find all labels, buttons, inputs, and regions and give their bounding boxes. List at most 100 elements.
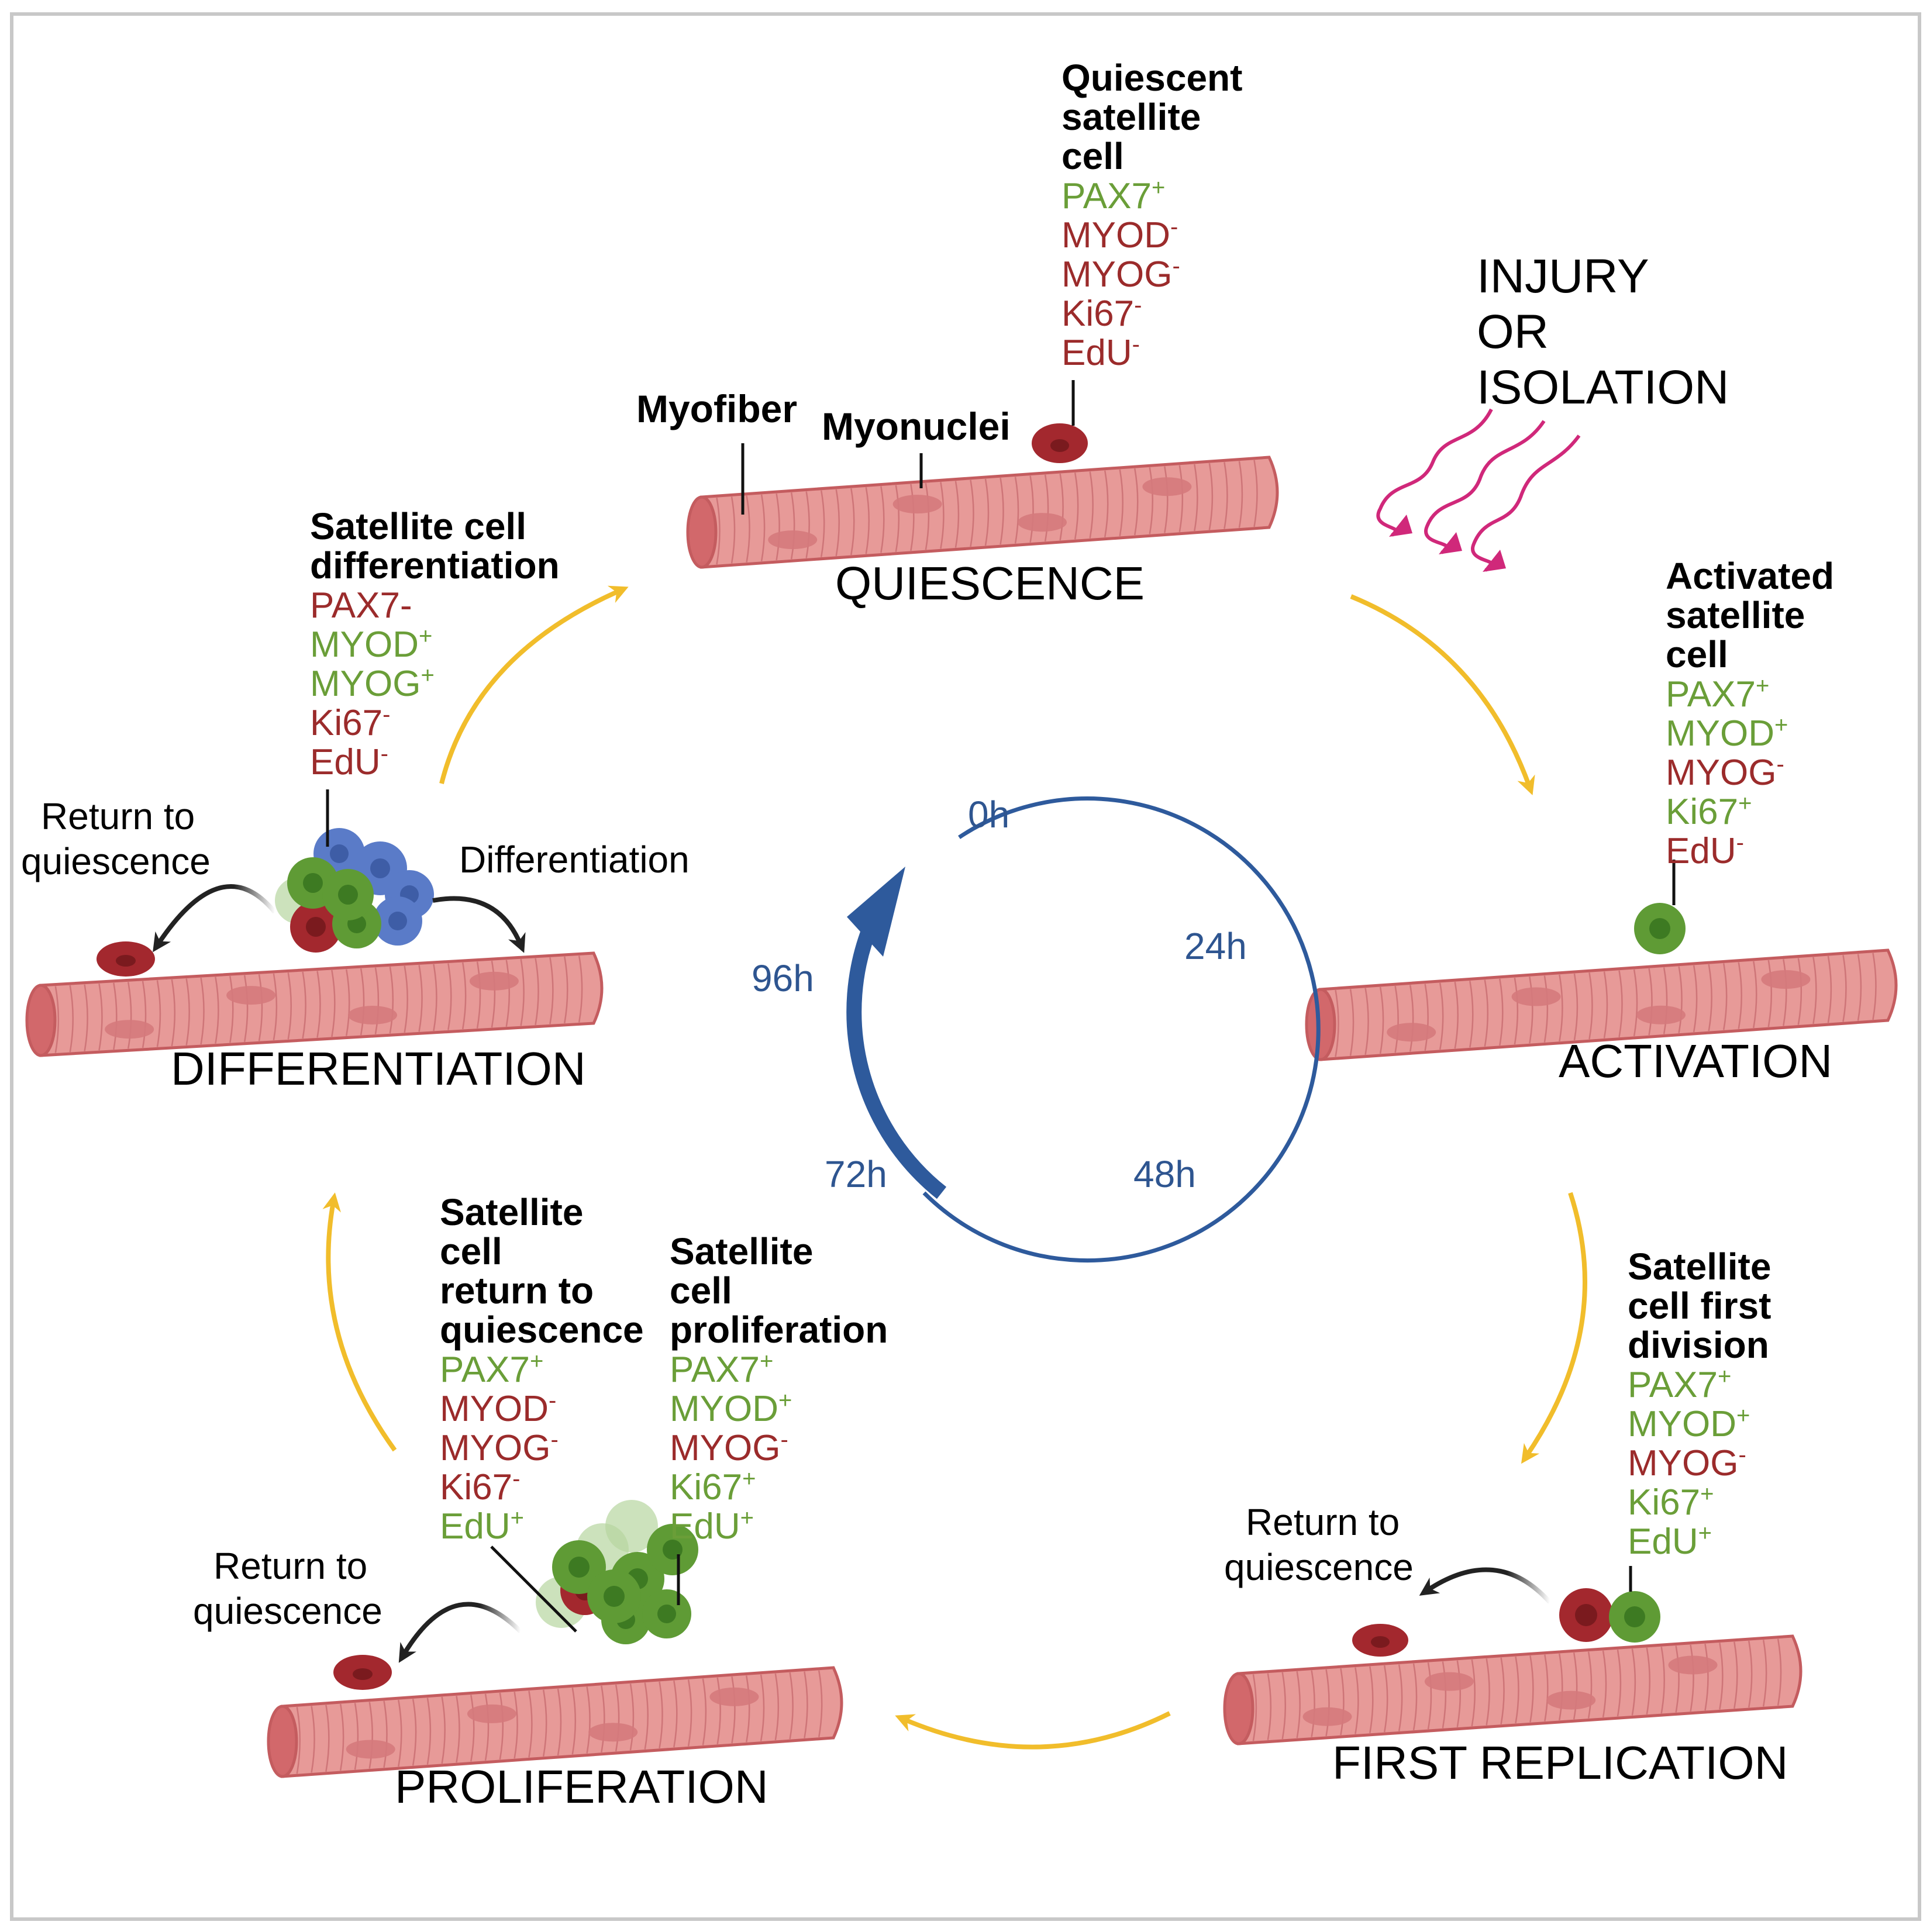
stage-title-quiescence: QUIESCENCE bbox=[835, 557, 1145, 609]
marker-name: PAX7 bbox=[440, 1350, 530, 1390]
marker-sign: - bbox=[1132, 332, 1140, 357]
marker-name: MYOG bbox=[440, 1428, 550, 1468]
marker-myog: MYOG- bbox=[1062, 253, 1180, 295]
marker-name: PAX7 bbox=[670, 1350, 760, 1390]
return-pointer bbox=[490, 1545, 577, 1633]
injury-wave-1 bbox=[1376, 408, 1493, 537]
marker-pax7: PAX7- bbox=[310, 585, 412, 626]
cell-state-title-line: satellite bbox=[1062, 96, 1201, 138]
marker-name: MYOD bbox=[440, 1389, 549, 1429]
cell-state-title-line: Satellite bbox=[670, 1230, 813, 1272]
differentiation-cell-markers: Satellite celldifferentiationPAX7-MYOD+M… bbox=[310, 505, 560, 782]
cell-state-title-line: division bbox=[1628, 1324, 1769, 1366]
quiescent-nucleus bbox=[1050, 439, 1069, 452]
marker-name: MYOG bbox=[1062, 254, 1172, 295]
marker-name: Ki67 bbox=[1666, 792, 1738, 832]
marker-myod: MYOD+ bbox=[670, 1388, 792, 1429]
activated-nucleus bbox=[1649, 918, 1670, 939]
stage-arrows bbox=[322, 585, 1587, 1750]
first-replication-return-label-2: quiescence bbox=[1224, 1546, 1414, 1588]
marker-pax7: PAX7+ bbox=[670, 1348, 773, 1390]
marker-myog: MYOG- bbox=[1628, 1442, 1746, 1484]
marker-sign: - bbox=[382, 702, 390, 727]
quiescent-cell-markers: QuiescentsatellitecellPAX7+MYOD-MYOG-Ki6… bbox=[1062, 57, 1242, 373]
injury-label-3: ISOLATION bbox=[1477, 361, 1729, 414]
marker-sign: - bbox=[549, 1388, 556, 1413]
activated-cell-markers: ActivatedsatellitecellPAX7+MYOD+MYOG-Ki6… bbox=[1666, 555, 1834, 871]
marker-pax7: PAX7+ bbox=[1666, 673, 1769, 715]
marker-myod: MYOD- bbox=[440, 1388, 556, 1429]
proliferation-return-label-2: quiescence bbox=[193, 1590, 382, 1632]
marker-sign: - bbox=[1736, 830, 1744, 855]
proliferation-returned-nucleus bbox=[353, 1668, 373, 1680]
injury-arrowhead-1 bbox=[1389, 515, 1412, 537]
marker-ki67: Ki67- bbox=[1062, 292, 1142, 334]
injury-wave-2 bbox=[1424, 420, 1546, 554]
cell-state-title-line: Activated bbox=[1666, 555, 1834, 597]
stage-title-activation: ACTIVATION bbox=[1559, 1035, 1832, 1087]
arrow-first-replication-to-proliferation bbox=[895, 1711, 1171, 1750]
marker-sign: + bbox=[1152, 175, 1165, 201]
marker-name: MYOD bbox=[1628, 1404, 1736, 1444]
first-replication-return-label-1: Return to bbox=[1246, 1501, 1400, 1543]
marker-name: PAX7 bbox=[1628, 1365, 1718, 1405]
cell-state-title-line: proliferation bbox=[670, 1309, 888, 1351]
marker-myod: MYOD- bbox=[1062, 214, 1178, 256]
marker-edu: EdU+ bbox=[1628, 1520, 1712, 1562]
marker-name: MYOG bbox=[1666, 753, 1776, 793]
marker-myog: MYOG- bbox=[1666, 751, 1784, 793]
injury-arrows: INJURY OR ISOLATION bbox=[1376, 250, 1729, 572]
differentiation-forward-label: Differentiation bbox=[459, 839, 690, 881]
differentiation-return-arrow bbox=[153, 884, 277, 953]
marker-name: Ki67 bbox=[310, 703, 382, 743]
marker-sign: + bbox=[1756, 673, 1769, 699]
proliferation-cell-markers: SatellitecellproliferationPAX7+MYOD+MYOG… bbox=[670, 1230, 888, 1547]
marker-sign: - bbox=[381, 741, 388, 767]
marker-sign: + bbox=[421, 663, 434, 688]
myofiber-label: Myofiber bbox=[636, 387, 797, 430]
marker-sign: + bbox=[419, 623, 432, 649]
cell-state-title-line: cell first bbox=[1628, 1285, 1771, 1327]
differentiation-return-label-2: quiescence bbox=[21, 840, 211, 882]
proliferation-cluster bbox=[536, 1500, 698, 1644]
time-label-0h: 0h bbox=[968, 794, 1009, 836]
differentiation-cluster bbox=[275, 828, 434, 953]
marker-name: EdU bbox=[1666, 831, 1736, 871]
arrow-differentiation-to-quiescence bbox=[439, 585, 629, 784]
cell-state-title-line: return to bbox=[440, 1269, 594, 1312]
fiber-differentiation bbox=[25, 951, 604, 1057]
marker-sign: + bbox=[1698, 1520, 1712, 1546]
arrow-quiescence-to-activation bbox=[1350, 594, 1535, 796]
injury-arrowhead-3 bbox=[1483, 550, 1506, 572]
cycle-thick-arc bbox=[846, 921, 947, 1199]
fiber-first-replication bbox=[1223, 1634, 1803, 1745]
cell-state-title-line: quiescence bbox=[440, 1309, 644, 1351]
fiber-proliferation bbox=[267, 1666, 843, 1778]
marker-edu: EdU- bbox=[1666, 830, 1744, 871]
marker-sign: + bbox=[760, 1348, 773, 1374]
cell-state-title-line: differentiation bbox=[310, 544, 560, 586]
arrow-activation-to-first-replication bbox=[1521, 1192, 1587, 1464]
marker-ki67: Ki67- bbox=[310, 702, 390, 743]
proliferation-return-label-1: Return to bbox=[213, 1545, 367, 1587]
marker-ki67: Ki67+ bbox=[670, 1466, 756, 1507]
cell-state-title-line: cell bbox=[440, 1230, 502, 1272]
marker-sign: - bbox=[1738, 1442, 1746, 1468]
cell-state-title-line: satellite bbox=[1666, 594, 1805, 636]
marker-sign: - bbox=[550, 1427, 558, 1453]
marker-sign: + bbox=[1738, 791, 1752, 816]
marker-sign: + bbox=[740, 1505, 754, 1531]
time-label-96h: 96h bbox=[752, 957, 814, 999]
first-replication-returned-nucleus bbox=[1371, 1636, 1390, 1648]
marker-ki67: Ki67- bbox=[440, 1466, 520, 1507]
marker-edu: EdU- bbox=[1062, 332, 1140, 373]
marker-sign: - bbox=[1776, 751, 1784, 777]
marker-sign: - bbox=[1134, 292, 1142, 318]
fiber-activation bbox=[1305, 948, 1898, 1061]
injury-label-1: INJURY bbox=[1477, 250, 1649, 303]
stage-title-differentiation: DIFFERENTIATION bbox=[171, 1043, 586, 1095]
marker-name: MYOD bbox=[670, 1389, 778, 1429]
time-label-72h: 72h bbox=[825, 1153, 887, 1195]
